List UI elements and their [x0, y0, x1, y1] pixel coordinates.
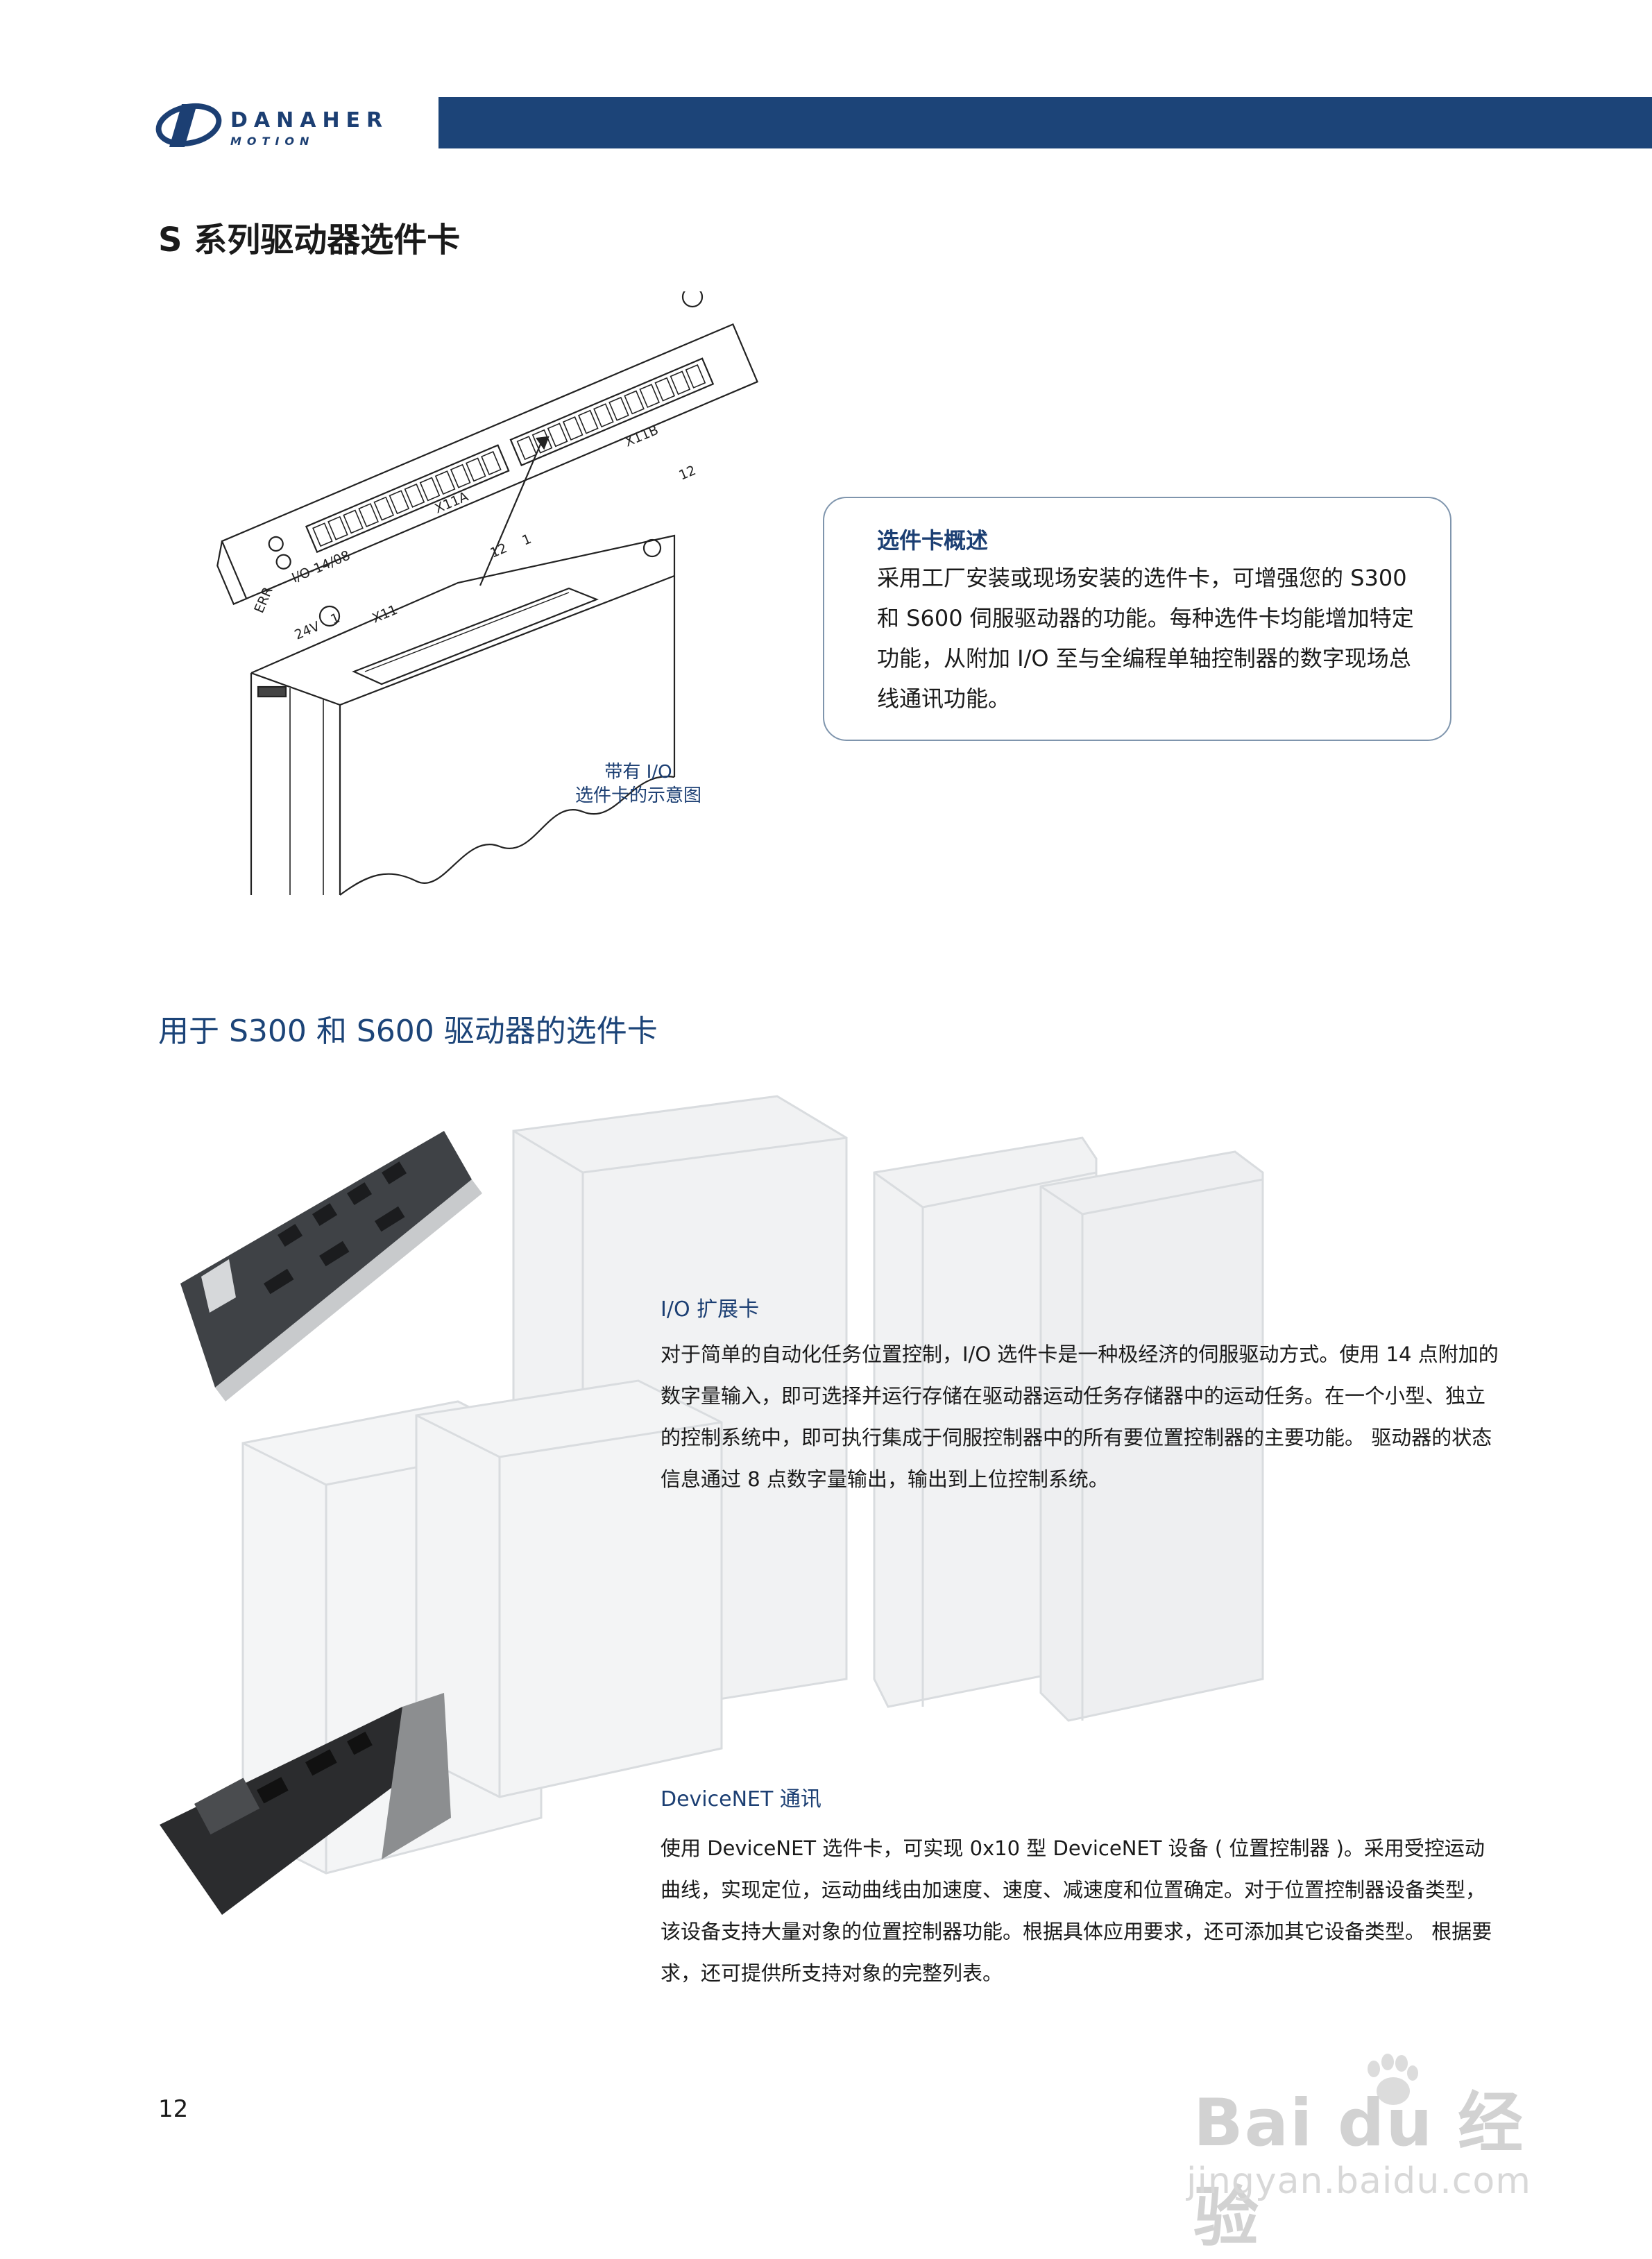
page-title: S 系列驱动器选件卡 [158, 221, 461, 259]
devicenet-heading: DeviceNET 通讯 [661, 1787, 821, 1812]
overview-body: 采用工厂安装或现场安装的选件卡，可增强您的 S300 和 S600 伺服驱动器的… [877, 565, 1414, 712]
section-title: 用于 S300 和 S600 驱动器的选件卡 [158, 1014, 658, 1049]
overview-title: 选件卡概述 [877, 527, 989, 554]
io-card-body: 对于简单的自动化任务位置控制，I/O 选件卡是一种极经济的伺服驱动方式。使用 1… [661, 1342, 1499, 1491]
caption-line-1: 带有 I/O [604, 762, 672, 783]
io-option-card-diagram: ERR I/O-14/08 X11A X11B 24V 1 12 1 12 X1… [216, 291, 759, 896]
label-x11: X11 [370, 602, 400, 626]
danaher-logo-icon [155, 103, 222, 147]
overview-box: 选件卡概述 采用工厂安装或现场安装的选件卡，可增强您的 S300 和 S600 … [823, 497, 1451, 741]
diagram-caption: 带有 I/O 选件卡的示意图 [534, 760, 742, 808]
logo-wordmark: DANAHER [230, 108, 389, 133]
caption-line-2: 选件卡的示意图 [574, 785, 701, 806]
drive-products-photo [160, 1095, 1264, 1915]
devicenet-body: 使用 DeviceNET 选件卡，可实现 0x10 型 DeviceNET 设备… [661, 1836, 1492, 1985]
label-pin12b: 12 [676, 463, 698, 484]
io-card-heading: I/O 扩展卡 [661, 1297, 760, 1322]
paw-icon [1368, 2054, 1418, 2105]
label-pin1b: 1 [520, 531, 534, 549]
watermark-url: jingyan.baidu.com [1186, 2160, 1531, 2202]
label-24v: 24V [292, 619, 322, 643]
danaher-motion-logo: DANAHER MOTION [154, 97, 432, 157]
header-bar [438, 97, 1652, 148]
page-number: 12 [158, 2095, 189, 2123]
baidu-jingyan-watermark: Bai du 经验 jingyan.baidu.com [1152, 2054, 1540, 2256]
logo-subtitle: MOTION [230, 135, 315, 148]
